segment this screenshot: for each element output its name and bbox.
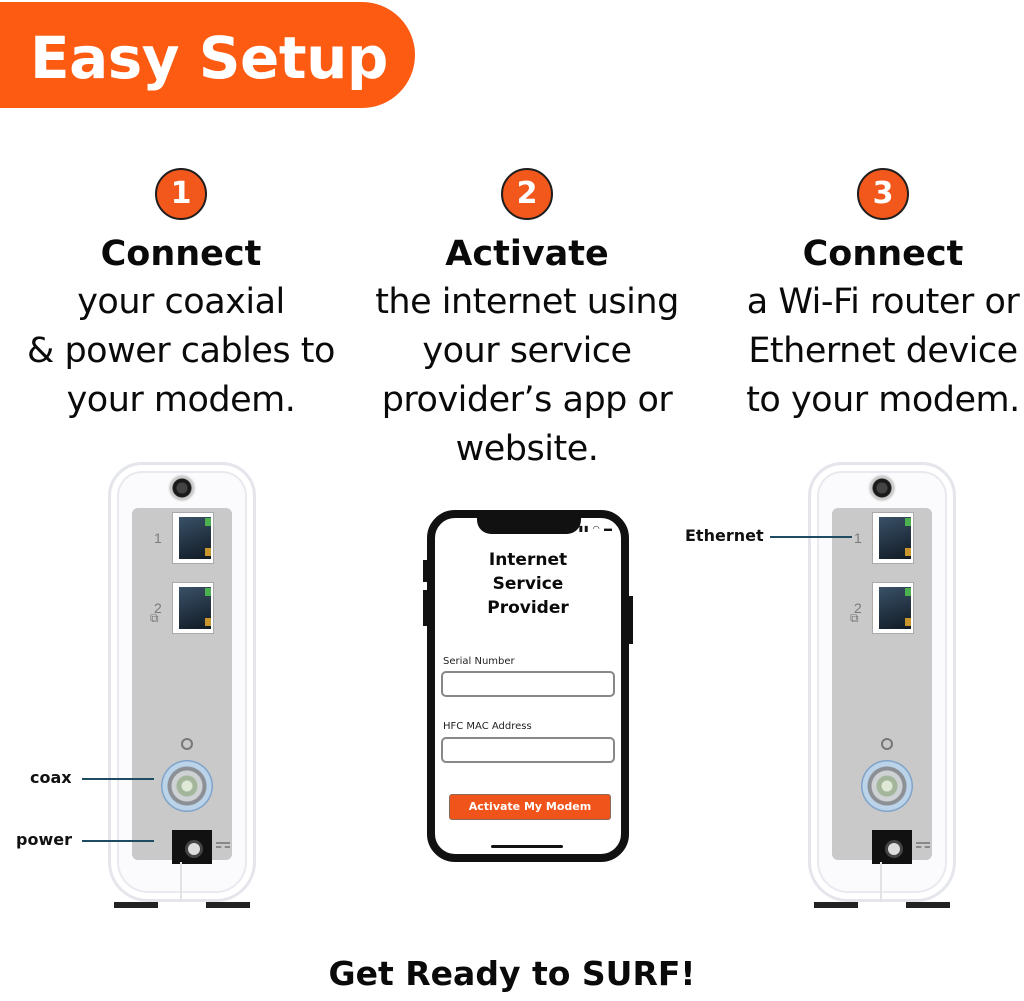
coax-callout-label: coax xyxy=(30,768,72,787)
ethernet-port-icon xyxy=(172,582,214,634)
network-symbol-icon: ⧉ xyxy=(850,611,859,625)
dc-symbol-icon xyxy=(216,842,230,848)
modem-seam xyxy=(880,862,882,902)
activate-modem-button[interactable]: Activate My Modem xyxy=(449,794,611,820)
modem-foot xyxy=(814,902,858,908)
port-number: 2 xyxy=(154,600,162,616)
ethernet-callout-label: Ethernet xyxy=(685,526,764,545)
modem-port-panel: 1 ⧉ 2 xyxy=(832,508,932,864)
footer-tagline: Get Ready to SURF! xyxy=(328,954,696,993)
screw-icon xyxy=(168,474,196,502)
step-text-line: the internet using xyxy=(375,282,679,322)
ethernet-port-icon xyxy=(172,512,214,564)
modem-foot xyxy=(206,902,250,908)
coax-symbol-icon xyxy=(181,738,193,750)
coax-callout-line xyxy=(82,778,154,780)
step-1: 1 Connect your coaxial & power cables to… xyxy=(0,168,362,425)
dc-symbol-icon xyxy=(916,842,930,848)
step-text-line: your coaxial xyxy=(77,282,285,322)
modem-foot xyxy=(114,902,158,908)
ethernet-port-icon xyxy=(872,582,914,634)
power-callout-label: power xyxy=(16,830,72,849)
serial-number-input[interactable] xyxy=(441,671,615,697)
modem-image-right: 1 ⧉ 2 xyxy=(808,462,956,912)
power-callout-line xyxy=(82,840,154,842)
step-text-line: Ethernet device xyxy=(748,331,1018,371)
power-jack-icon xyxy=(172,830,212,864)
modem-seam xyxy=(180,862,182,902)
step-text-line: website. xyxy=(455,429,599,469)
modem-image-left: 1 ⧉ 2 xyxy=(108,462,256,912)
step-title: Connect xyxy=(802,234,964,274)
serial-number-label: Serial Number xyxy=(443,656,515,667)
coax-symbol-icon xyxy=(881,738,893,750)
phone-side-button xyxy=(423,560,427,582)
banner-title: Easy Setup xyxy=(30,24,388,92)
port-number: 1 xyxy=(154,530,162,546)
hfc-mac-address-input[interactable] xyxy=(441,737,615,763)
modem-foot xyxy=(906,902,950,908)
hfc-mac-address-label: HFC MAC Address xyxy=(443,721,532,732)
easy-setup-banner: Easy Setup xyxy=(0,2,415,108)
phone-side-button xyxy=(629,596,633,644)
phone-notch xyxy=(477,516,581,534)
step-text-line: provider’s app or xyxy=(381,380,673,420)
coax-port-icon xyxy=(861,760,913,812)
step-text-line: a Wi-Fi router or xyxy=(746,282,1020,322)
coax-port-icon xyxy=(161,760,213,812)
port-number: 2 xyxy=(854,600,862,616)
port-number: 1 xyxy=(854,530,862,546)
screw-icon xyxy=(868,474,896,502)
provider-title: Internet Service Provider xyxy=(487,550,569,618)
phone-side-button xyxy=(423,590,427,626)
phone-mockup: ▮▮ ◠ ▬ Internet Service Provider Serial … xyxy=(427,510,629,862)
ethernet-port-icon xyxy=(872,512,914,564)
network-symbol-icon: ⧉ xyxy=(150,611,159,625)
step-number-badge: 2 xyxy=(501,168,553,220)
step-title: Connect xyxy=(100,234,262,274)
step-text-line: & power cables to xyxy=(27,331,335,371)
step-3: 3 Connect a Wi-Fi router or Ethernet dev… xyxy=(730,168,1024,425)
modem-port-panel: 1 ⧉ 2 xyxy=(132,508,232,864)
step-number-badge: 1 xyxy=(155,168,207,220)
step-text-line: your service xyxy=(422,331,632,371)
ethernet-callout-line xyxy=(770,536,852,538)
status-bar-icons: ▮▮ ◠ ▬ xyxy=(578,524,613,533)
power-jack-icon xyxy=(872,830,912,864)
step-text-line: your modem. xyxy=(66,380,296,420)
step-text-line: to your modem. xyxy=(746,380,1020,420)
home-indicator xyxy=(491,845,563,848)
step-title: Activate xyxy=(445,234,609,274)
step-2: 2 Activate the internet using your servi… xyxy=(362,168,692,474)
step-number-badge: 3 xyxy=(857,168,909,220)
